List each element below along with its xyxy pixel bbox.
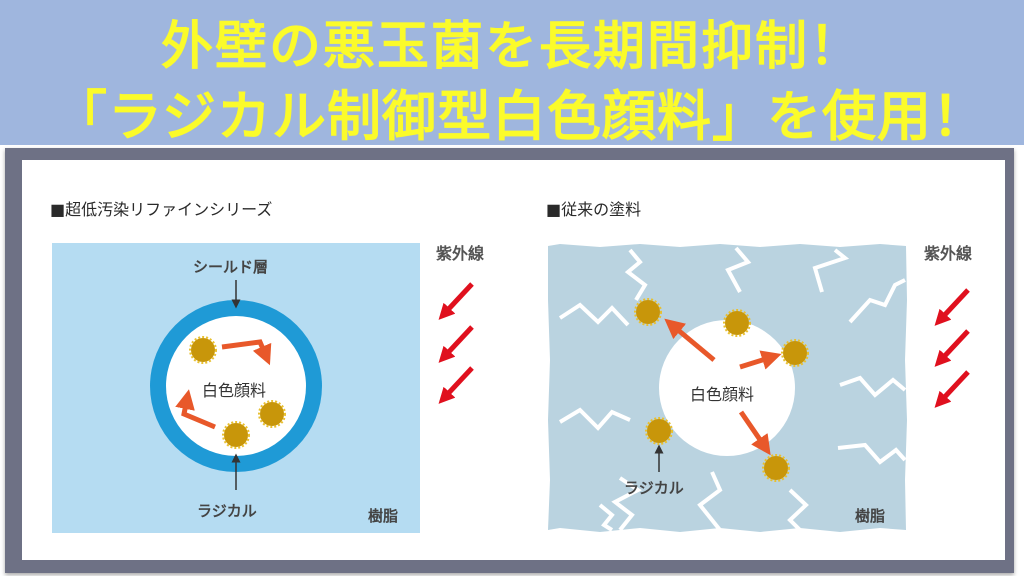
right-section-title: ■従来の塗料: [546, 200, 642, 219]
left-pigment-label: 白色顔料: [202, 381, 267, 400]
cycle-arrow: [175, 389, 216, 430]
cycle-arrow: [221, 339, 272, 366]
radical-escape-arrow: [739, 350, 782, 370]
left-resin-label: 樹脂: [368, 507, 399, 525]
right-pigment-label: 白色顔料: [690, 385, 755, 404]
headline-line-2: 「ラジカル制御型白色顔料」を使用！: [53, 85, 987, 148]
headline-line-1: 外壁の悪玉菌を長期間抑制！: [160, 17, 863, 77]
right-uv-label: 紫外線: [924, 244, 973, 263]
left-section-title: ■超低汚染リファインシリーズ: [50, 200, 273, 219]
radical-escape-arrow: [738, 410, 771, 456]
uv-arrows-right: [934, 288, 970, 408]
crack-lines: [558, 246, 907, 532]
headline-banner: 外壁の悪玉菌を長期間抑制！ 「ラジカル制御型白色顔料」を使用！: [0, 0, 1024, 148]
right-resin-label: 樹脂: [855, 507, 886, 525]
uv-arrows-left: [438, 282, 474, 404]
shield-layer-label: シールド層: [193, 258, 269, 276]
left-radical-label: ラジカル: [197, 502, 257, 520]
left-uv-label: 紫外線: [436, 244, 485, 263]
right-radical-label: ラジカル: [624, 479, 684, 497]
radical-escape-arrow: [664, 318, 716, 362]
